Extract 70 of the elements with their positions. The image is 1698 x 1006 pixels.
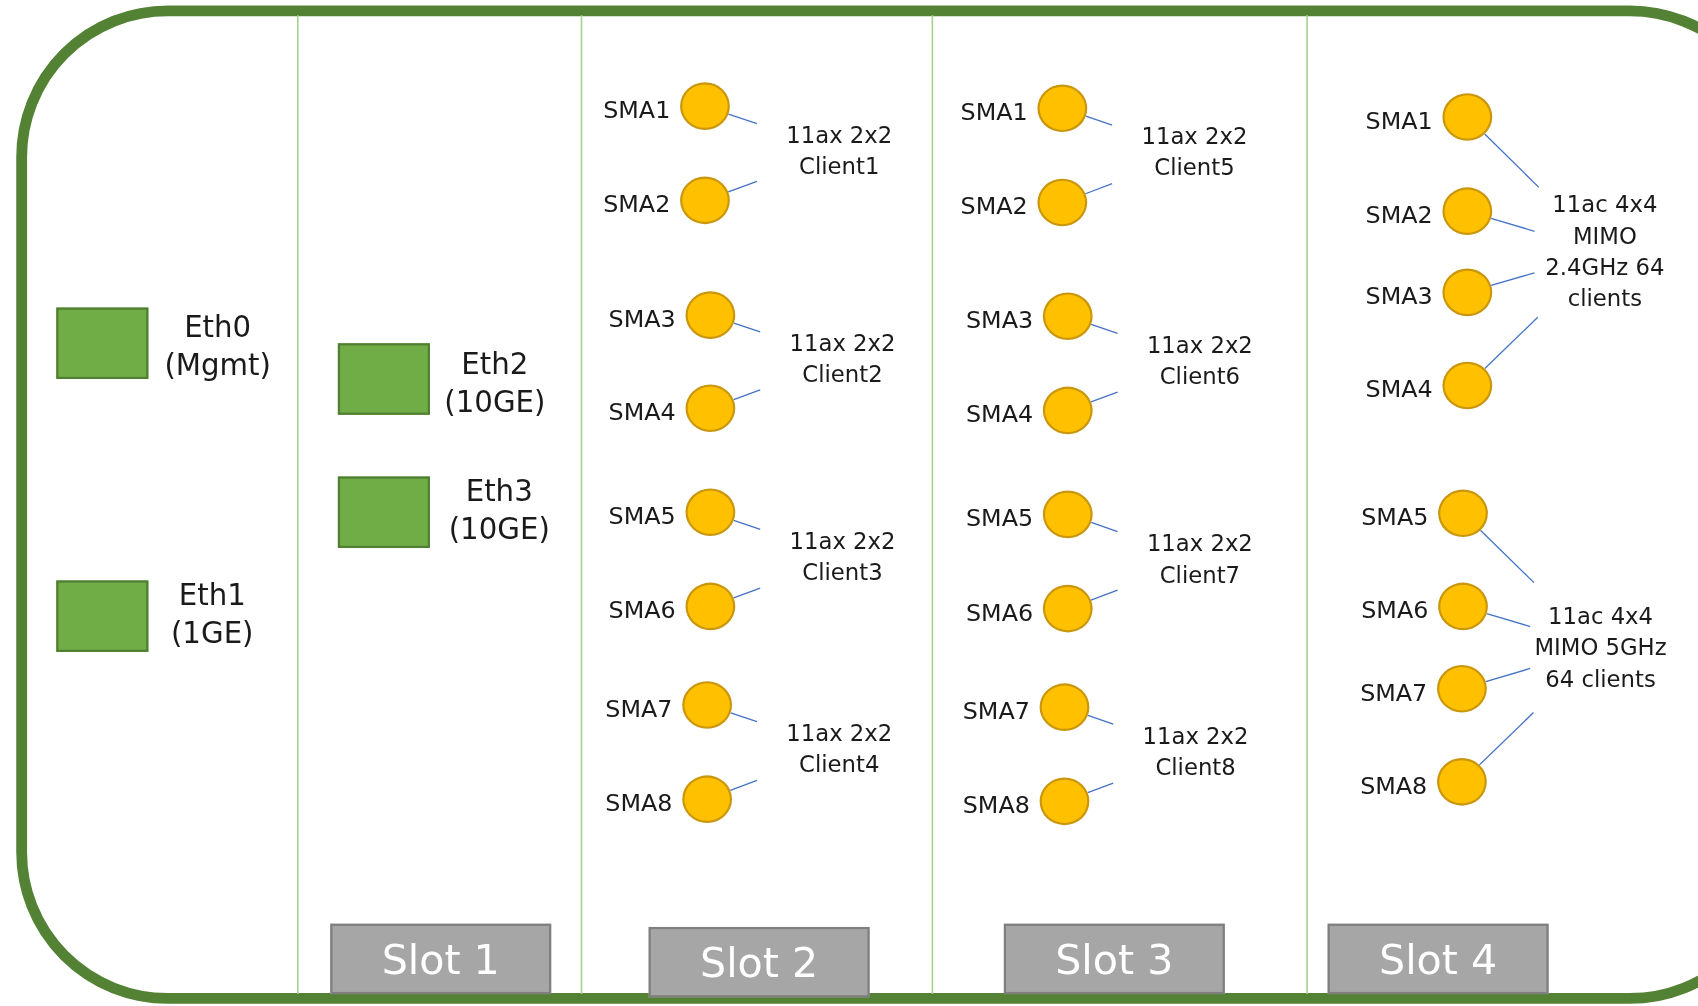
slot-tab: Slot 3	[1003, 923, 1225, 995]
leader-line	[727, 180, 758, 193]
leader-line	[730, 712, 758, 723]
client-label: 11ax 2x2 Client3	[760, 524, 925, 592]
leader-line	[1084, 183, 1113, 195]
leader-line	[1490, 272, 1536, 287]
connector-label: SMA7	[1360, 679, 1428, 707]
connector-label: SMA6	[608, 596, 676, 624]
client-label: 11ax 2x2 Client6	[1117, 328, 1283, 396]
client-label: 11ax 2x2 Client8	[1113, 719, 1278, 787]
leader-line	[727, 113, 758, 125]
connector-label: SMA7	[605, 695, 673, 723]
connector-label: SMA3	[608, 305, 676, 333]
leader-line	[1090, 323, 1119, 334]
port-label: Eth0 (Mgmt)	[163, 308, 272, 384]
connector-label: SMA7	[962, 697, 1030, 725]
client-label: 11ax 2x2 Client2	[760, 325, 925, 394]
connector-label: SMA4	[1365, 375, 1433, 403]
connector-label: SMA4	[608, 398, 676, 426]
connector-label: SMA8	[962, 791, 1030, 819]
connector-label: SMA5	[608, 502, 676, 530]
connector-label: SMA2	[603, 190, 671, 218]
slot-tab: Slot 2	[648, 926, 870, 998]
connector-label: SMA1	[1365, 107, 1433, 135]
ethernet-port	[56, 307, 149, 379]
leader-line	[1485, 667, 1531, 683]
connector-label: SMA5	[965, 504, 1034, 532]
slot-tab: Slot 1	[330, 923, 552, 995]
leader-line	[1090, 391, 1119, 403]
leader-line	[1087, 782, 1114, 794]
client-label: 11ac 4x4 MIMO 5GHz 64 clients	[1530, 582, 1671, 713]
leader-line	[1090, 589, 1119, 601]
connector-label: SMA2	[960, 192, 1028, 220]
leader-line	[1479, 529, 1535, 584]
leader-line	[733, 587, 761, 599]
connector-label: SMA5	[1361, 503, 1429, 531]
client-label: 11ax 2x2 Client4	[756, 715, 922, 783]
ethernet-port	[56, 580, 149, 652]
connector-label: SMA3	[1365, 282, 1433, 310]
connector-label: SMA6	[1361, 596, 1429, 624]
leader-line	[1478, 711, 1535, 766]
port-label: Eth2 (10GE)	[443, 345, 547, 420]
client-label: 11ac 4x4 MIMO 2.4GHz 64 clients	[1534, 187, 1676, 318]
ethernet-port	[337, 343, 430, 415]
client-label: 11ax 2x2 Client7	[1117, 526, 1283, 594]
leader-line	[729, 779, 758, 792]
connector-label: SMA1	[960, 98, 1028, 126]
port-label: Eth1 (1GE)	[169, 577, 255, 652]
connector-label: SMA1	[603, 96, 671, 124]
connector-label: SMA2	[1365, 201, 1433, 229]
client-label: 11ax 2x2 Client1	[756, 118, 922, 186]
leader-line	[1085, 115, 1113, 126]
connector-label: SMA3	[965, 306, 1034, 334]
port-label: Eth3 (10GE)	[447, 473, 551, 548]
leader-line	[733, 389, 761, 401]
ethernet-port	[337, 476, 430, 548]
leader-line	[1490, 217, 1536, 232]
leader-line	[1087, 714, 1114, 725]
leader-line	[1484, 133, 1540, 188]
leader-line	[1484, 316, 1539, 370]
slot-tab: Slot 4	[1327, 923, 1549, 995]
leader-line	[1486, 612, 1531, 628]
connector-label: SMA4	[965, 400, 1034, 428]
leader-line	[1090, 521, 1119, 533]
connector-label: SMA8	[1360, 772, 1428, 800]
leader-line	[733, 519, 761, 530]
connector-label: SMA8	[605, 789, 673, 817]
connector-label: SMA6	[965, 598, 1034, 626]
leader-line	[733, 322, 761, 333]
client-label: 11ax 2x2 Client5	[1112, 119, 1277, 187]
